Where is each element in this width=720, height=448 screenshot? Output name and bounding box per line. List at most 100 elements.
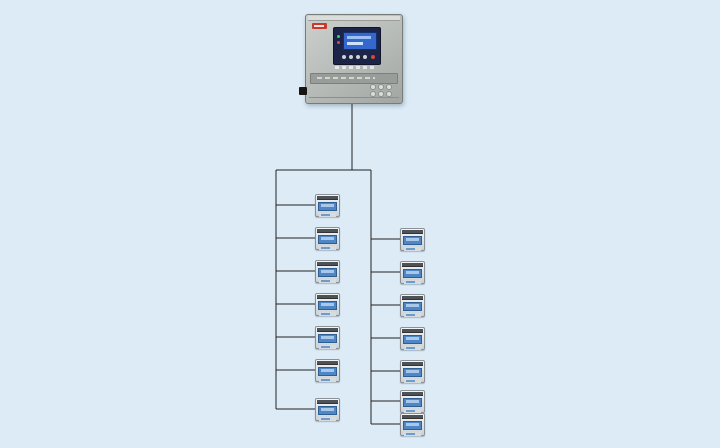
detector-base [319, 246, 336, 250]
cabinet-seam [309, 97, 399, 98]
controller-top-trim [308, 16, 400, 21]
detector-screen-line [321, 336, 334, 339]
gas-detector [315, 227, 340, 250]
detector-cap [402, 263, 423, 267]
lcd-line-2 [347, 42, 363, 45]
display-caption [335, 66, 377, 69]
gas-detector [315, 293, 340, 316]
detector-base [319, 417, 336, 421]
up-button [349, 55, 353, 59]
gas-detector [315, 326, 340, 349]
detector-screen-line [406, 304, 419, 307]
key-1 [371, 85, 375, 89]
alarm-led [337, 41, 340, 44]
key-6 [387, 92, 391, 96]
detector-cap [317, 229, 338, 233]
detector-screen [318, 301, 337, 310]
detector-screen-line [321, 270, 334, 273]
detector-cap [402, 329, 423, 333]
nameplate-text [317, 77, 375, 79]
key-2 [379, 85, 383, 89]
detector-base [319, 378, 336, 382]
detector-screen [318, 334, 337, 343]
gas-detector [400, 228, 425, 251]
detector-cap [317, 262, 338, 266]
detector-base [404, 409, 421, 413]
detector-screen-line [406, 370, 419, 373]
detector-screen [318, 367, 337, 376]
detector-screen [403, 398, 422, 407]
detector-cap [317, 361, 338, 365]
detector-screen [403, 421, 422, 430]
detector-screen-line [406, 400, 419, 403]
detector-screen-line [406, 337, 419, 340]
logo-mark [314, 25, 324, 27]
detector-screen [318, 406, 337, 415]
gas-detector [400, 360, 425, 383]
detector-cap [317, 400, 338, 404]
detector-screen-line [406, 423, 419, 426]
detector-cap [402, 415, 423, 419]
detector-label [406, 347, 415, 349]
side-connector [299, 87, 307, 95]
detector-base [404, 280, 421, 284]
detector-base [319, 213, 336, 217]
detector-base [404, 379, 421, 383]
detector-screen-line [321, 204, 334, 207]
key-3 [387, 85, 391, 89]
detector-screen-line [321, 237, 334, 240]
detector-cap [402, 392, 423, 396]
gas-detector [400, 327, 425, 350]
detector-label [406, 410, 415, 412]
detector-label [321, 280, 330, 282]
detector-screen [318, 235, 337, 244]
gas-detector [400, 390, 425, 413]
lcd-screen [343, 32, 377, 50]
detector-label [321, 313, 330, 315]
power-led [337, 35, 340, 38]
detector-screen [318, 268, 337, 277]
detector-screen [318, 202, 337, 211]
detector-screen [403, 368, 422, 377]
detector-label [321, 346, 330, 348]
gas-detector [400, 413, 425, 436]
gas-detector [315, 194, 340, 217]
detector-base [404, 247, 421, 251]
key-5 [379, 92, 383, 96]
detector-base [319, 312, 336, 316]
detector-label [321, 418, 330, 420]
detector-screen [403, 302, 422, 311]
detector-base [404, 313, 421, 317]
gas-detector [315, 359, 340, 382]
detector-screen-line [406, 271, 419, 274]
detector-cap [317, 196, 338, 200]
detector-cap [402, 230, 423, 234]
gas-detector [315, 260, 340, 283]
detector-label [406, 314, 415, 316]
detector-label [406, 380, 415, 382]
detector-label [321, 379, 330, 381]
keypad-cluster [371, 85, 393, 97]
detector-label [321, 247, 330, 249]
display-button-row [342, 53, 380, 61]
controller-display-unit [333, 27, 381, 65]
brand-logo [312, 23, 327, 29]
detector-label [321, 214, 330, 216]
nameplate-strip [310, 73, 398, 84]
detector-label [406, 433, 415, 435]
gas-detector [315, 398, 340, 421]
detector-screen [403, 269, 422, 278]
detector-base [404, 432, 421, 436]
detector-cap [402, 296, 423, 300]
detector-base [404, 346, 421, 350]
detector-cap [402, 362, 423, 366]
gas-detector [400, 294, 425, 317]
detector-cap [317, 295, 338, 299]
enter-button [363, 55, 367, 59]
detector-base [319, 345, 336, 349]
gas-detector [400, 261, 425, 284]
detector-label [406, 248, 415, 250]
detector-screen [403, 335, 422, 344]
lcd-line-1 [347, 36, 371, 39]
